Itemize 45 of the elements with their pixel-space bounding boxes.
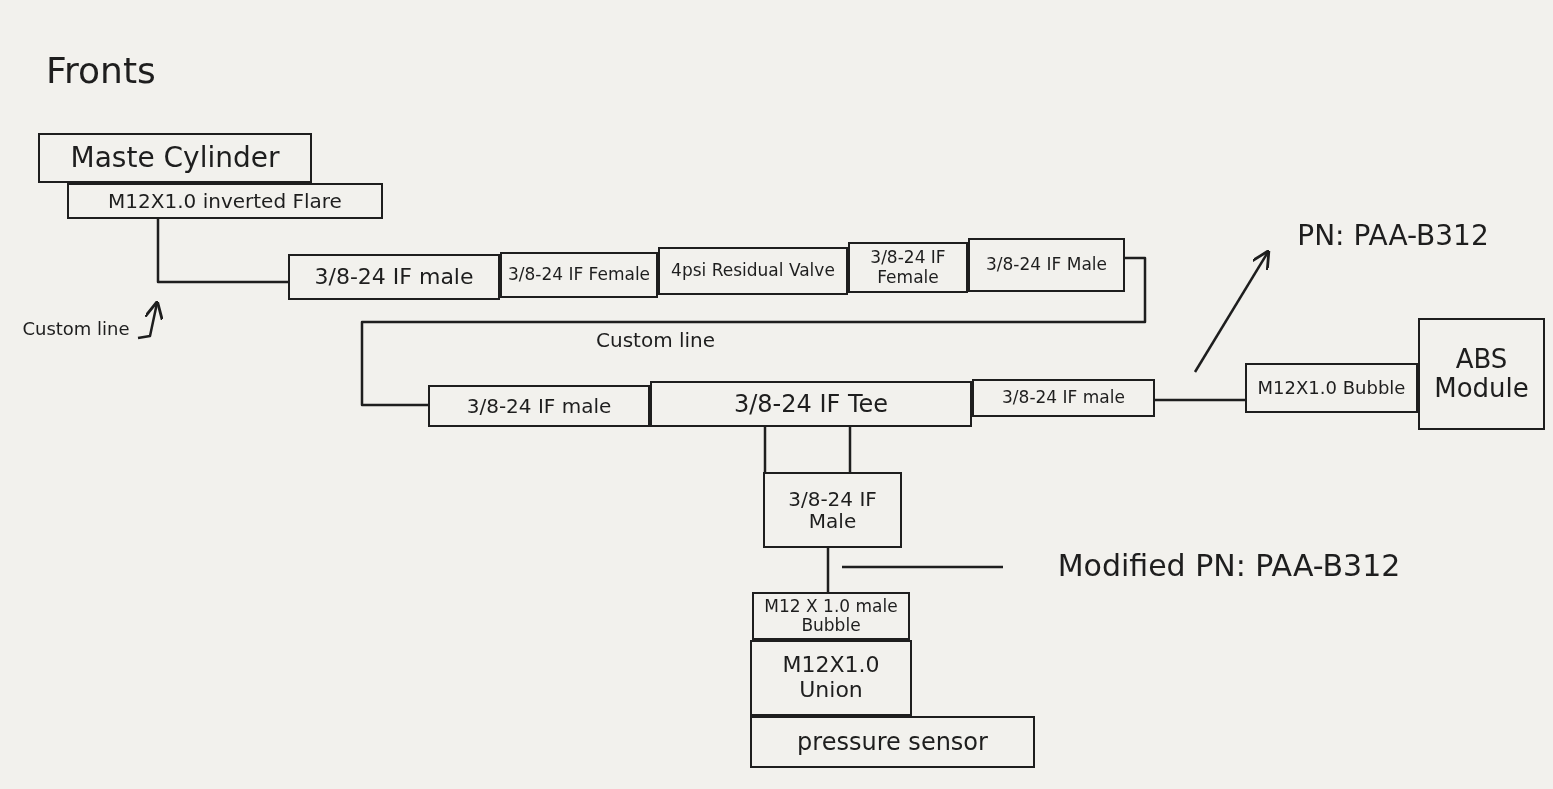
part-box: [67, 183, 383, 219]
part-label: 3/8-24 IF Male: [787, 487, 878, 533]
part-box: [848, 242, 968, 293]
pipe-line: [763, 427, 767, 472]
part-number-note: Modified PN: PAA-B312: [1003, 543, 1455, 589]
part-label: ABS Module: [1433, 344, 1530, 404]
part-box: [968, 238, 1125, 292]
leader-arrow: [1193, 249, 1271, 373]
part-box: [1245, 363, 1418, 413]
diagram-title: Fronts: [46, 50, 156, 91]
part-box: [500, 252, 658, 298]
part-label: 3/8-24 IF Male: [986, 255, 1107, 275]
part-box: [288, 254, 500, 300]
part-label: 3/8-24 IF Tee: [733, 390, 889, 418]
pipe-line: [826, 548, 830, 592]
part-label: 3/8-24 IF male: [466, 394, 612, 418]
pipe-line: [1155, 398, 1245, 402]
pipe-line: [360, 256, 1147, 407]
part-label: Maste Cylinder: [70, 142, 280, 174]
part-box: [1418, 318, 1545, 430]
part-label: M12X1.0 Union: [781, 653, 881, 703]
part-label: M12X1.0 Bubble: [1257, 377, 1406, 399]
part-number-note: PN: PAA-B312: [1268, 210, 1518, 262]
pipe-line: [848, 427, 852, 472]
pipe-line: [156, 219, 288, 284]
leader-arrow: [137, 299, 164, 340]
part-label: 3/8-24 IF Female: [507, 265, 651, 285]
part-label: pressure sensor: [797, 728, 988, 756]
part-label: 3/8-24 IF Female: [869, 248, 947, 287]
part-box: [428, 385, 650, 427]
part-box: [763, 472, 902, 548]
part-label: 4psi Residual Valve: [671, 261, 835, 281]
part-box: [752, 592, 910, 640]
annotation-text: Custom line: [14, 301, 138, 357]
part-box: [972, 379, 1155, 417]
part-label: M12X1.0 inverted Flare: [108, 189, 342, 213]
part-box: [650, 381, 972, 427]
part-box: [658, 247, 848, 295]
part-box: [38, 133, 312, 183]
part-box: [750, 716, 1035, 768]
part-label: 3/8-24 IF male: [1002, 388, 1125, 408]
part-label: 3/8-24 IF male: [314, 264, 474, 290]
part-label: M12 X 1.0 male Bubble: [763, 596, 899, 636]
part-box: [750, 640, 912, 716]
leader-line: [842, 565, 1003, 569]
